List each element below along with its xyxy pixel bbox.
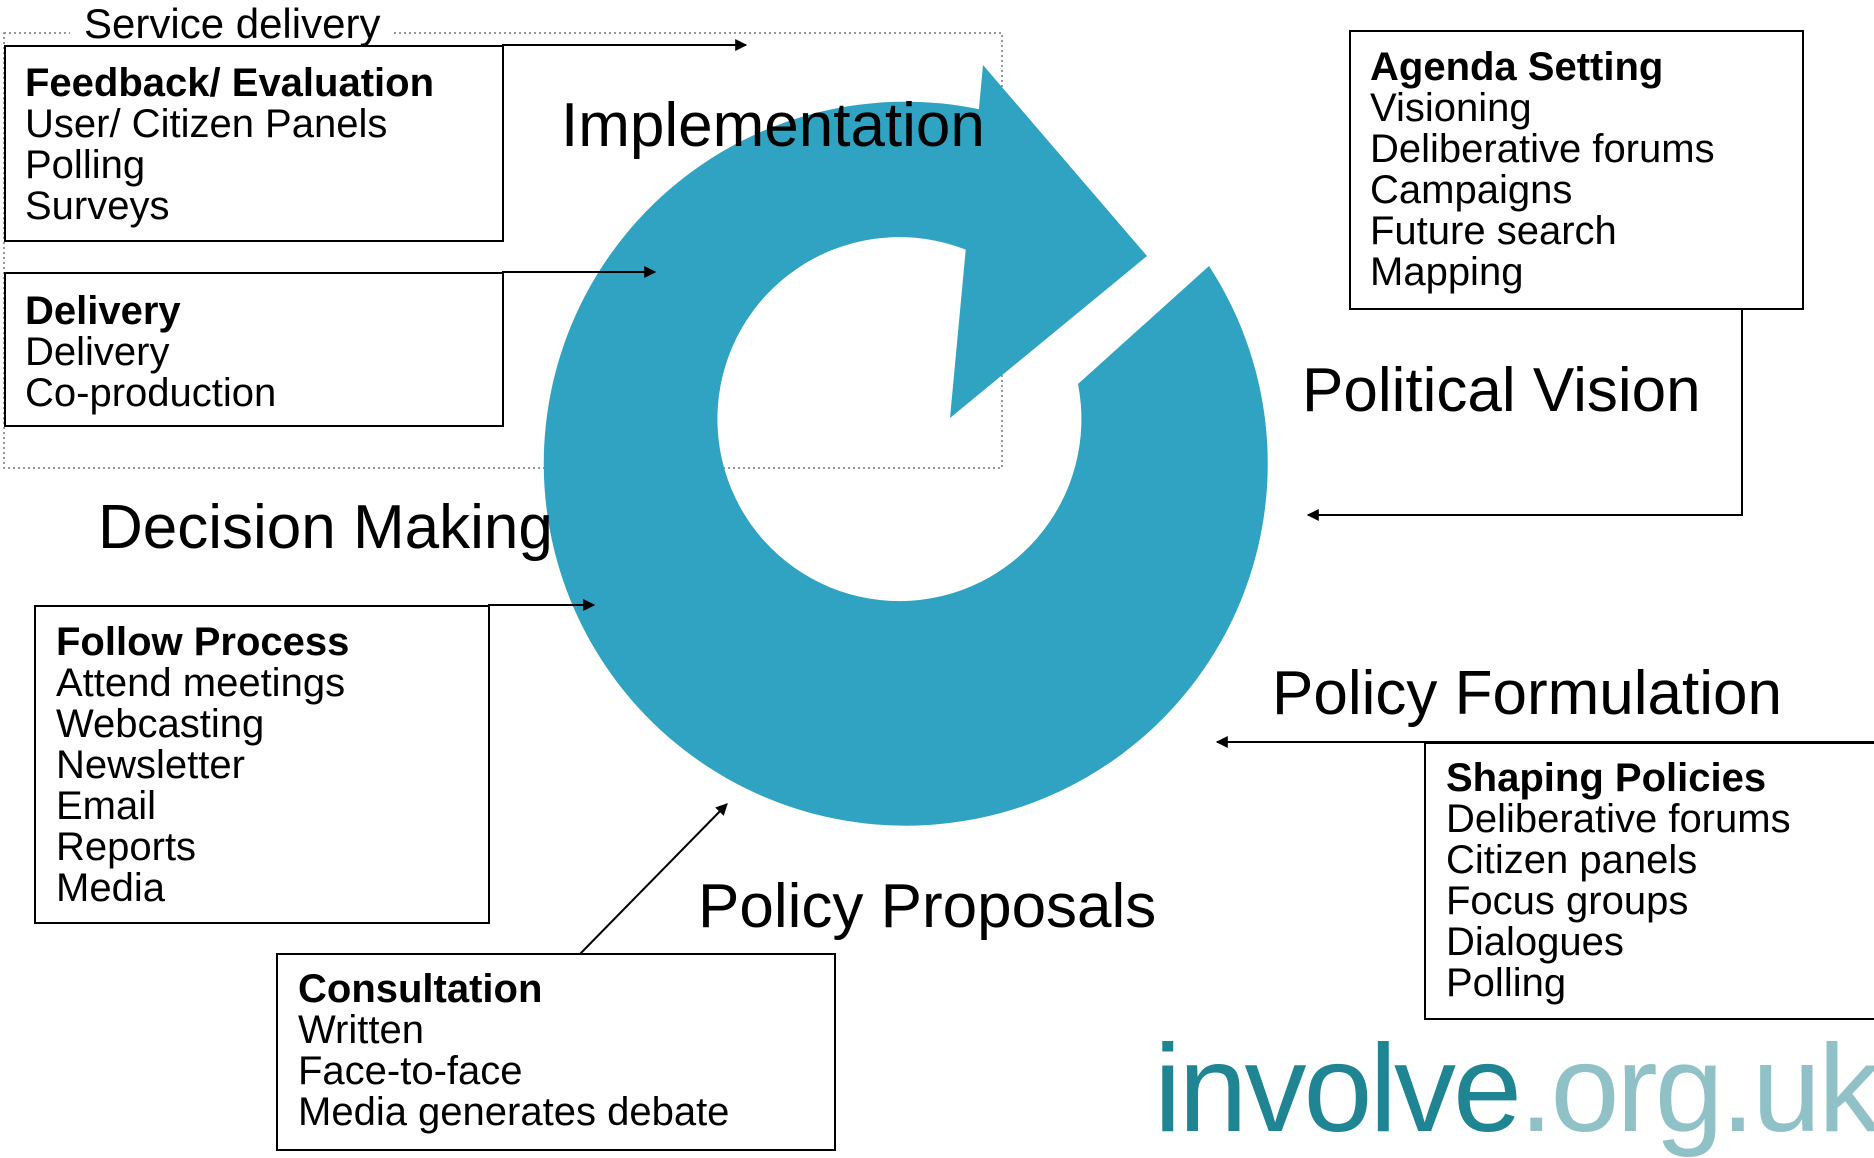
list-item: Deliberative forums: [1370, 127, 1715, 171]
list-item: Newsletter: [56, 743, 245, 787]
list-item: Co-production: [25, 371, 277, 415]
list-item: Citizen panels: [1446, 838, 1698, 882]
consultation-arrow: [579, 803, 728, 955]
agenda-setting-title: Agenda Setting: [1370, 45, 1664, 89]
shaping-policies-box: Shaping Policies Deliberative forums Cit…: [1424, 742, 1874, 1020]
list-item: Surveys: [25, 184, 170, 228]
list-item: Mapping: [1370, 250, 1524, 294]
list-item: Visioning: [1370, 86, 1532, 130]
delivery-box: Delivery Delivery Co-production: [4, 272, 504, 427]
follow-process-title: Follow Process: [56, 620, 350, 664]
cycle-ring: [543, 101, 1268, 826]
list-item: Webcasting: [56, 702, 265, 746]
list-item: User/ Citizen Panels: [25, 102, 388, 146]
list-item: Email: [56, 784, 157, 828]
list-item: Focus groups: [1446, 879, 1689, 923]
logo-part-secondary: .org.uk: [1519, 1020, 1874, 1158]
stage-policy-proposals: Policy Proposals: [698, 872, 1157, 941]
service-delivery-label: Service delivery: [70, 3, 395, 45]
list-item: Written: [298, 1008, 424, 1052]
list-item: Media: [56, 866, 165, 910]
list-item: Reports: [56, 825, 197, 869]
stage-policy-formulation: Policy Formulation: [1272, 659, 1782, 728]
list-item: Polling: [25, 143, 146, 187]
list-item: Polling: [1446, 961, 1567, 1005]
cycle-arrowhead: [950, 65, 1147, 418]
consultation-box: Consultation Written Face-to-face Media …: [276, 953, 836, 1151]
follow-process-box: Follow Process Attend meetings Webcastin…: [34, 605, 490, 924]
involve-logo: involve.org.uk: [1154, 1027, 1874, 1151]
list-item: Media generates debate: [298, 1090, 730, 1134]
feedback-evaluation-title: Feedback/ Evaluation: [25, 61, 435, 105]
logo-part-primary: involve: [1154, 1020, 1522, 1158]
agenda-setting-box: Agenda Setting Visioning Deliberative fo…: [1349, 30, 1804, 310]
feedback-evaluation-box: Feedback/ Evaluation User/ Citizen Panel…: [4, 45, 504, 242]
stage-political-vision: Political Vision: [1302, 356, 1701, 425]
list-item: Deliberative forums: [1446, 797, 1791, 841]
delivery-title: Delivery: [25, 289, 181, 333]
list-item: Delivery: [25, 330, 170, 374]
stage-decision-making: Decision Making: [98, 493, 553, 562]
consultation-title: Consultation: [298, 967, 543, 1011]
list-item: Campaigns: [1370, 168, 1573, 212]
shaping-policies-title: Shaping Policies: [1446, 756, 1767, 800]
list-item: Dialogues: [1446, 920, 1624, 964]
list-item: Future search: [1370, 209, 1617, 253]
list-item: Face-to-face: [298, 1049, 523, 1093]
stage-implementation: Implementation: [561, 91, 985, 160]
list-item: Attend meetings: [56, 661, 346, 705]
agenda-connector: [1306, 308, 1743, 521]
